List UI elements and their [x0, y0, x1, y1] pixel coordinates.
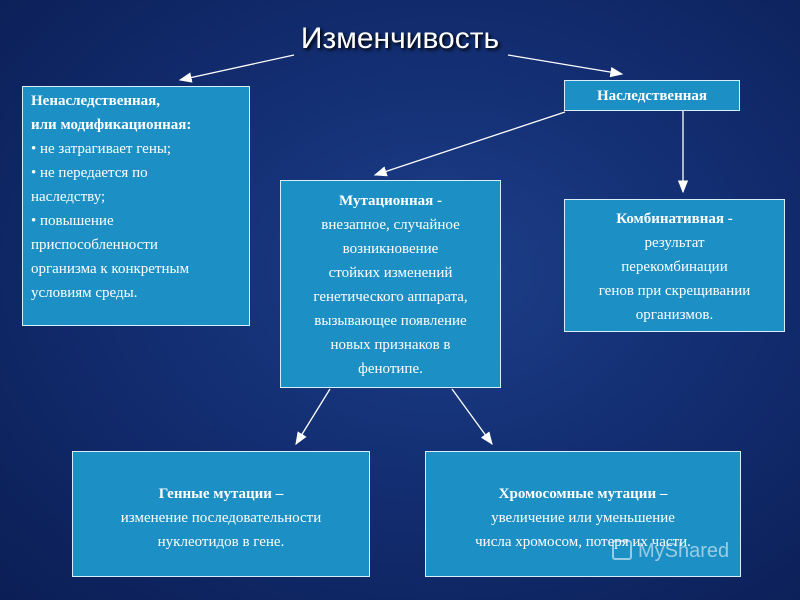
chromosomal-heading: Хромосомные мутации –: [498, 486, 668, 502]
nonhereditary-box: Ненаследственная, или модификационная: •…: [22, 86, 250, 326]
chromosomal-mutations-box: Хромосомные мутации – увеличение или уме…: [425, 451, 741, 577]
mutational-line: генетического аппарата,: [313, 289, 468, 305]
arrow-to-hereditary: [507, 54, 624, 78]
gene-heading: Генные мутации –: [158, 486, 284, 502]
diagram-title: Изменчивость: [300, 22, 500, 55]
nonhereditary-heading-2: или модификационная:: [31, 117, 192, 133]
mutational-line: новых признаков в: [330, 337, 451, 353]
combinative-box: Комбинативная - результат перекомбинации…: [564, 199, 785, 332]
mutational-line: фенотипе.: [358, 361, 423, 377]
combinative-line: перекомбинации: [621, 259, 728, 275]
nonhereditary-bullet-2a: • не передается по: [31, 165, 148, 181]
watermark-text: MyShared: [638, 540, 730, 562]
arrow-to-chromosomal: [451, 388, 493, 446]
arrow-to-nonhereditary: [178, 54, 295, 83]
chromosomal-line: увеличение или уменьшение: [491, 510, 675, 526]
combinative-line: результат: [644, 235, 705, 251]
mutational-line: внезапное, случайное: [321, 217, 460, 233]
mutational-line: вызывающее появление: [314, 313, 467, 329]
nonhereditary-bullet-3b: приспособленности: [31, 237, 158, 253]
gene-line: изменение последовательности: [120, 510, 322, 526]
mutational-line: возникновение: [342, 241, 439, 257]
mutational-heading: Мутационная -: [339, 193, 442, 209]
presentation-icon: [612, 540, 632, 560]
gene-line: нуклеотидов в гене.: [157, 534, 285, 550]
nonhereditary-bullet-3d: условиям среды.: [31, 285, 138, 301]
arrow-to-gene: [295, 388, 331, 446]
chromosomal-line: числа хромосом, потеря их части.: [475, 534, 691, 550]
nonhereditary-heading-1: Ненаследственная,: [31, 93, 161, 109]
hereditary-label: Наследственная: [597, 88, 707, 104]
combinative-line: организмов.: [635, 307, 714, 323]
nonhereditary-bullet-1: • не затрагивает гены;: [31, 141, 172, 157]
watermark: MyShared: [612, 540, 729, 563]
gene-mutations-box: Генные мутации – изменение последователь…: [72, 451, 370, 577]
nonhereditary-bullet-3a: • повышение: [31, 213, 114, 229]
combinative-line: генов при скрещивании: [598, 283, 751, 299]
hereditary-box: Наследственная: [564, 80, 740, 111]
nonhereditary-bullet-3c: организма к конкретным: [31, 261, 190, 277]
arrow-to-mutational: [373, 111, 566, 177]
nonhereditary-bullet-2b: наследству;: [31, 189, 106, 205]
mutational-box: Мутационная - внезапное, случайное возни…: [280, 180, 501, 388]
mutational-line: стойких изменений: [328, 265, 453, 281]
combinative-heading: Комбинативная -: [616, 211, 733, 227]
